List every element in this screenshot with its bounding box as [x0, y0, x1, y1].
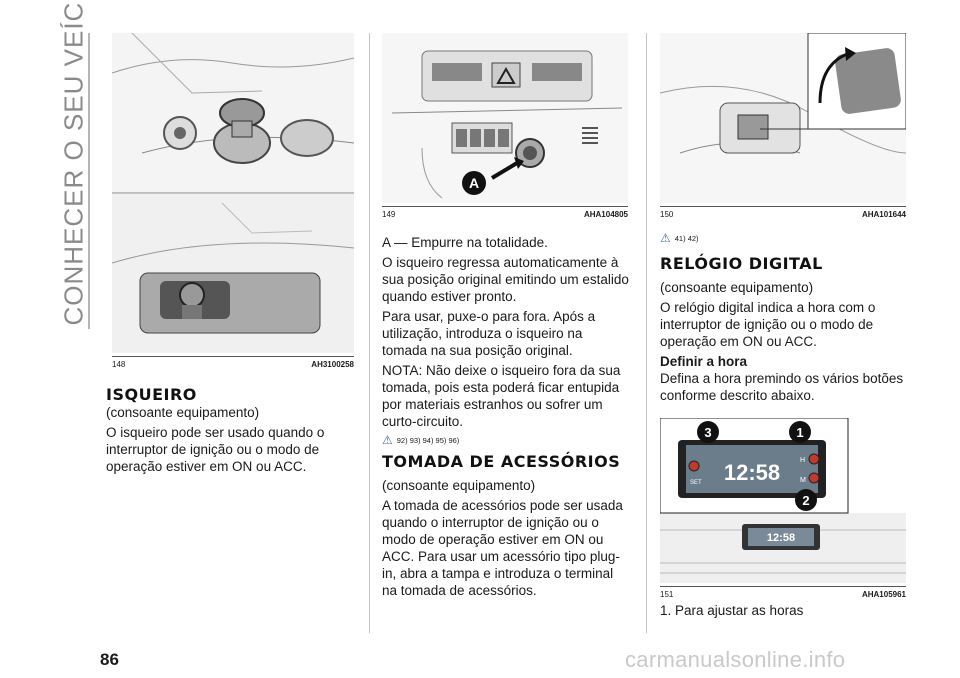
- figure-149-lighter-push-image: A: [382, 33, 628, 203]
- column-1-text: ISQUEIRO (consoante equipamento) O isque…: [106, 385, 354, 478]
- heading-relogio: RELÓGIO DIGITAL: [660, 254, 823, 273]
- heading-tomada: TOMADA DE ACESSÓRIOS: [382, 452, 621, 471]
- m-label: M: [800, 477, 806, 484]
- marker-a: A: [469, 175, 479, 191]
- figure-148-lighter-image: [112, 33, 354, 353]
- figure-number: 151: [660, 590, 674, 599]
- paragraph: A tomada de acessórios pode ser usada qu…: [382, 498, 623, 599]
- figure-151-clock-image: 12:58 SET 12:58 H M 3 1 2: [660, 418, 906, 583]
- figure-149-caption: 149 AHA104805: [382, 206, 628, 219]
- callout-3: 3: [704, 425, 711, 440]
- figure-code: AHA104805: [583, 210, 628, 219]
- side-rule: [88, 33, 90, 329]
- h-label: H: [800, 457, 805, 464]
- figure-code: AH3100258: [311, 360, 354, 369]
- column-divider: [369, 33, 370, 633]
- figure-150-accessory-socket-image: [660, 33, 906, 203]
- clock-time: 12:58: [724, 460, 780, 485]
- section-title-text: CONHECER O SEU VEÍCULO: [58, 0, 89, 326]
- figure-number: 149: [382, 210, 396, 219]
- page-number: 86: [100, 650, 119, 669]
- watermark: carmanualsonline.info: [625, 647, 846, 672]
- column-divider: [646, 33, 647, 633]
- small-clock-time: 12:58: [767, 532, 795, 544]
- figure-151-caption: 151 AHA105961: [660, 586, 906, 599]
- subheading-definir: Definir a hora: [660, 354, 748, 370]
- callout-2: 2: [802, 493, 809, 508]
- paragraph: O relógio digital indica a hora com o in…: [660, 300, 876, 350]
- paragraph: O isqueiro pode ser usado quando o inter…: [106, 425, 325, 475]
- figure-148-caption: 148 AH3100258: [112, 356, 354, 369]
- set-label: SET: [690, 480, 702, 486]
- paragraph: O isqueiro regressa automaticamente à su…: [382, 255, 629, 304]
- paragraph: Defina a hora premindo os vários botões …: [660, 371, 904, 404]
- column-2-text: A — Empurre na totalidade. O isqueiro re…: [382, 234, 630, 602]
- figure-number: 148: [112, 360, 126, 369]
- equipment-note: (consoante equipamento): [382, 478, 536, 494]
- equipment-note: (consoante equipamento): [660, 280, 814, 296]
- paragraph: Para usar, puxe-o para fora. Após a util…: [382, 309, 596, 358]
- column-3-text: ⚠ 41) 42) RELÓGIO DIGITAL (consoante equ…: [660, 229, 906, 407]
- paragraph: NOTA: Não deixe o isqueiro fora da sua t…: [382, 363, 621, 429]
- callout-1: 1: [796, 425, 803, 440]
- equipment-note: (consoante equipamento): [106, 405, 260, 421]
- heading-isqueiro: ISQUEIRO: [106, 385, 197, 404]
- warning-references: ⚠ 41) 42): [660, 231, 906, 245]
- figure-number: 150: [660, 210, 674, 219]
- warning-icon: ⚠: [382, 433, 393, 447]
- reference-numbers: 41) 42): [674, 233, 699, 243]
- paragraph: A — Empurre na totalidade.: [382, 235, 548, 250]
- warning-icon: ⚠: [660, 231, 671, 245]
- figure-code: AHA105961: [861, 590, 906, 599]
- figure-code: AHA101644: [861, 210, 906, 219]
- column-3-bottom-text: 1. Para ajustar as horas: [660, 602, 906, 622]
- warning-references: ⚠ 92) 93) 94) 95) 96): [382, 433, 630, 447]
- figure-150-caption: 150 AHA101644: [660, 206, 906, 219]
- reference-numbers: 92) 93) 94) 95) 96): [396, 435, 460, 445]
- step-1: 1. Para ajustar as horas: [660, 603, 804, 618]
